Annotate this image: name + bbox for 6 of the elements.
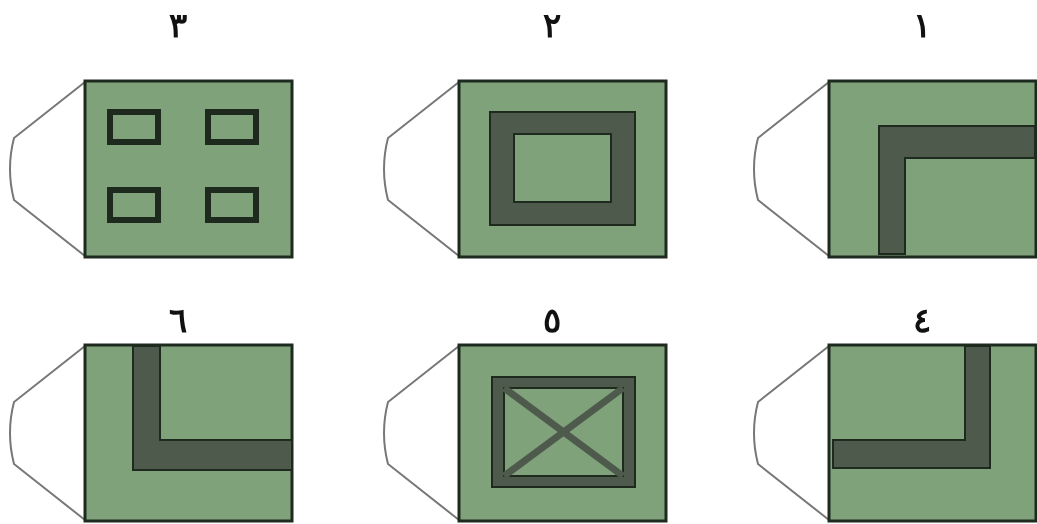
number-label: ٣ bbox=[169, 5, 187, 45]
number-label: ١ bbox=[913, 5, 931, 45]
number-label: ٦ bbox=[169, 300, 187, 340]
number-label: ٢ bbox=[543, 5, 561, 45]
number-label: ٥ bbox=[543, 300, 561, 340]
number-label: ٤ bbox=[913, 300, 931, 340]
